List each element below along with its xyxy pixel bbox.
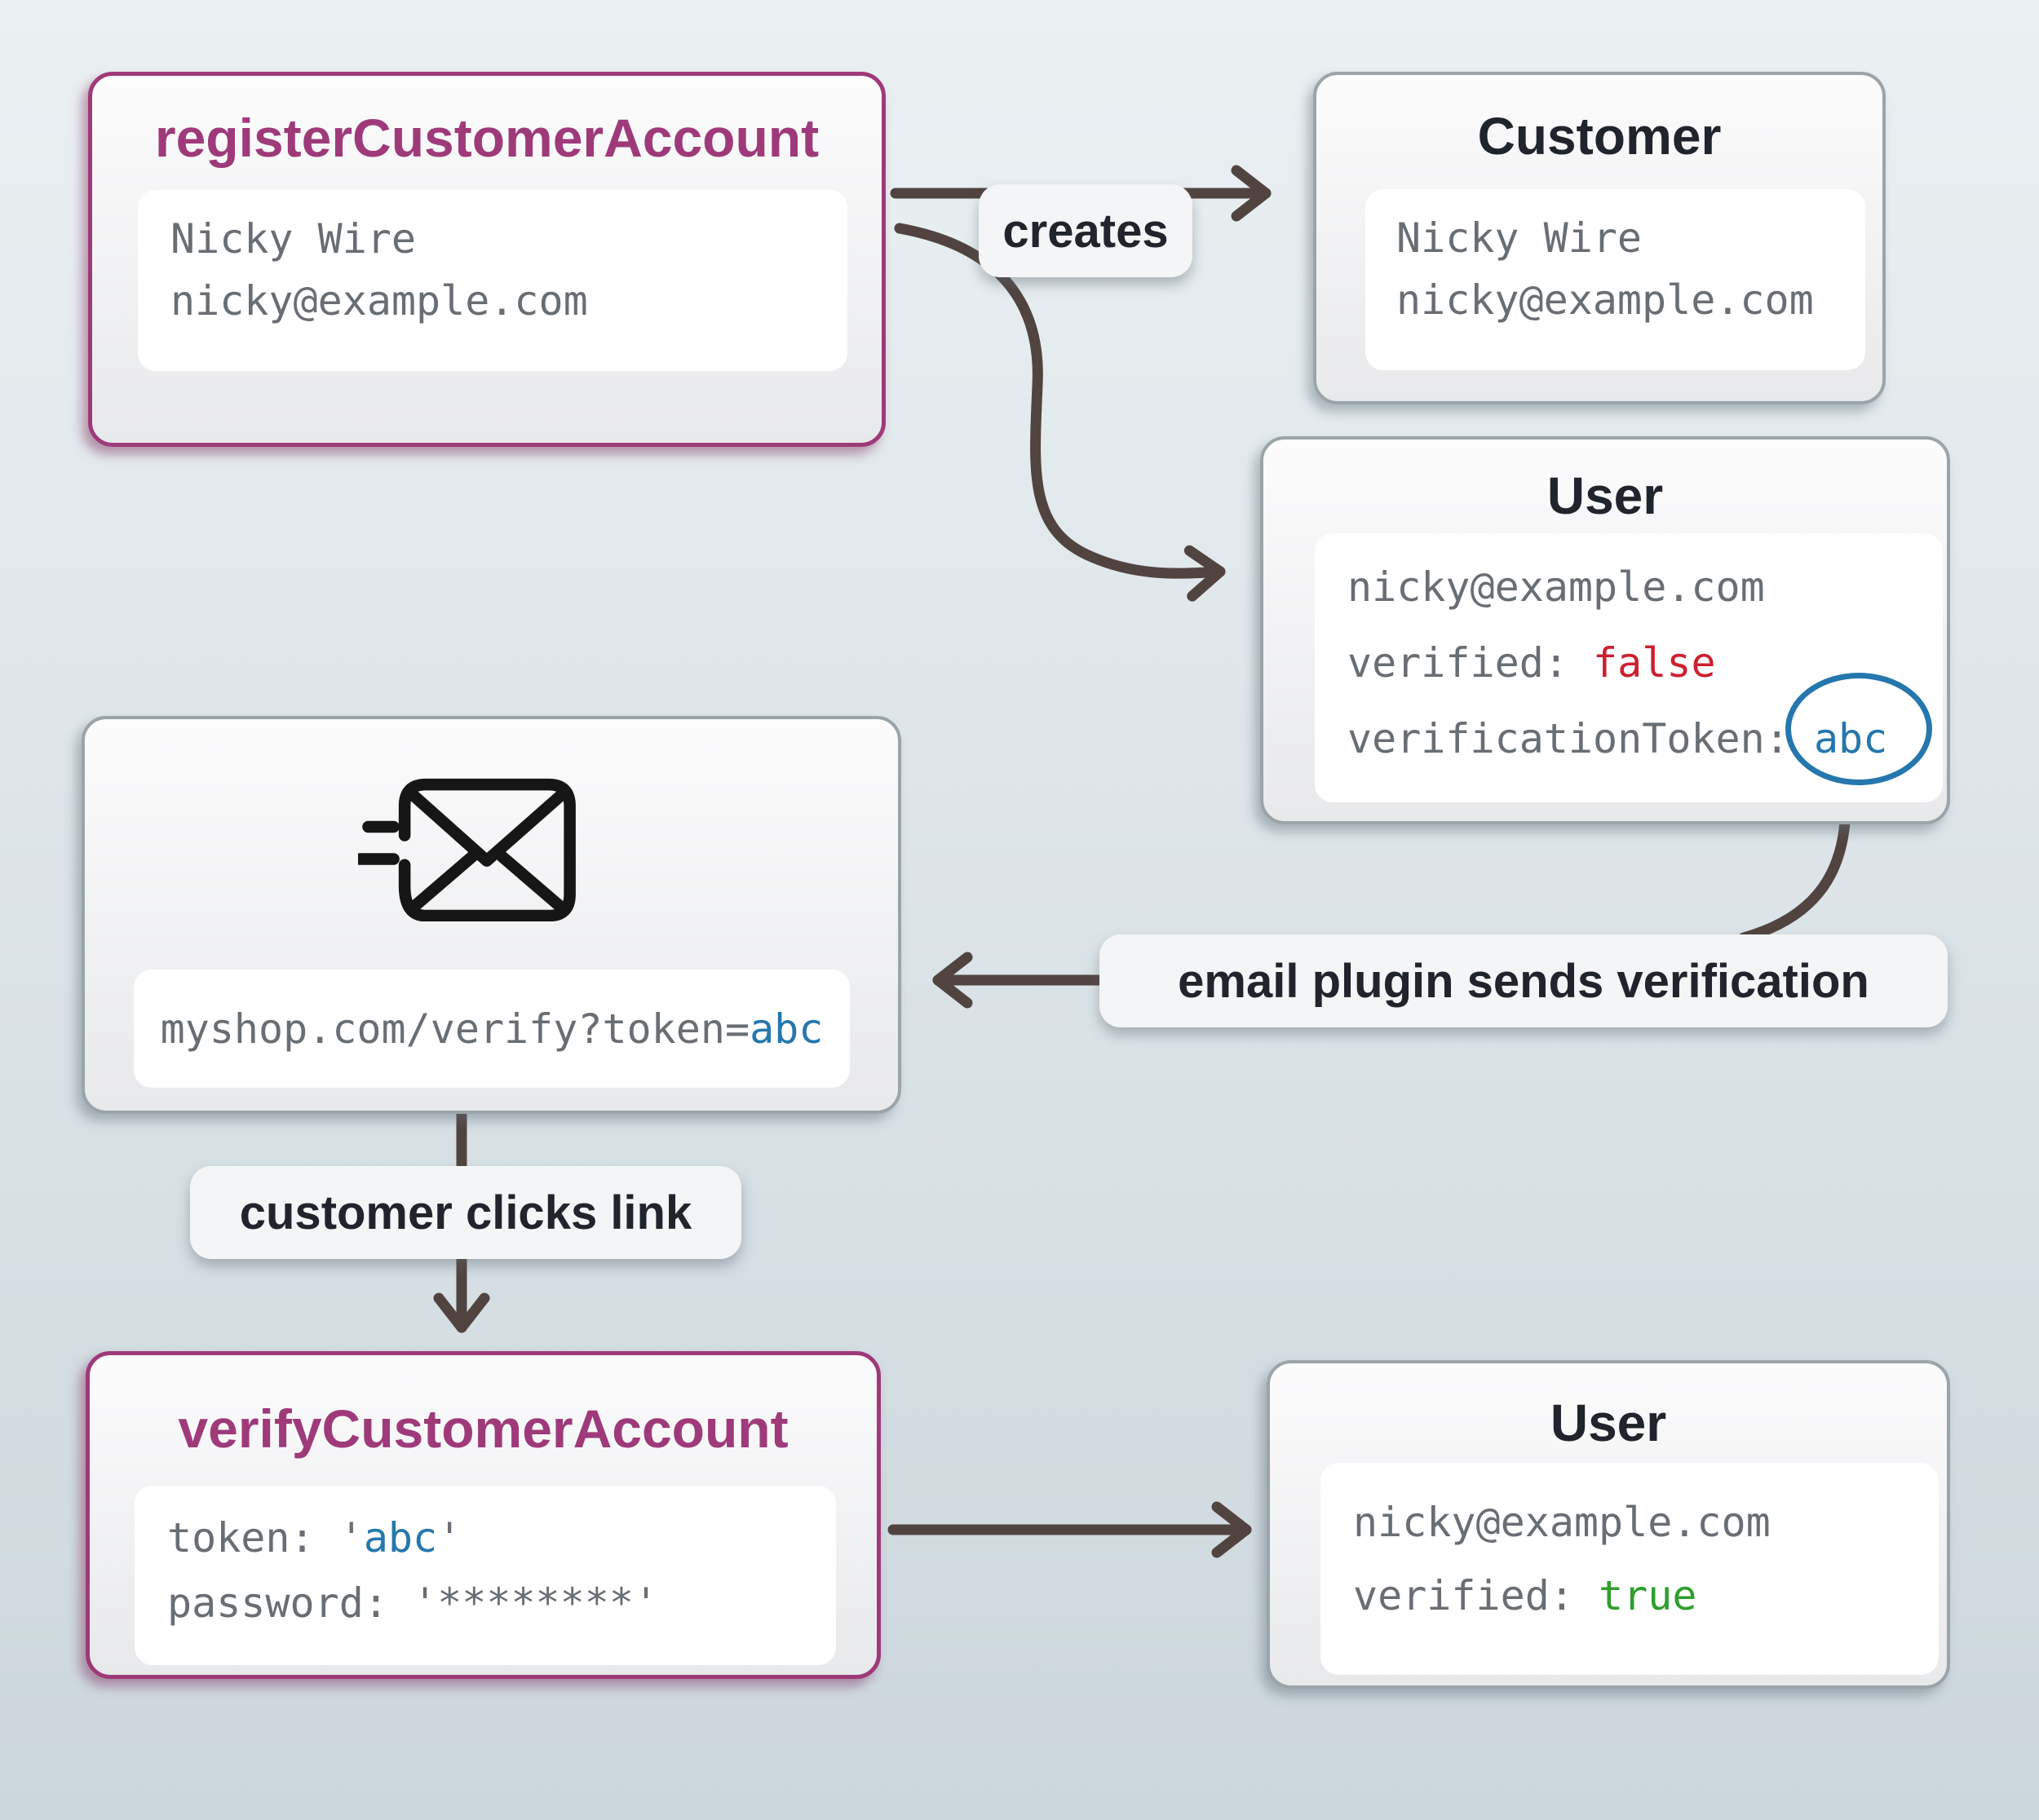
email-plugin-sends-verification-label: email plugin sends verification <box>1099 934 1948 1027</box>
customer-clicks-link-label: customer clicks link <box>190 1166 741 1259</box>
verify-customer-account-title: verifyCustomerAccount <box>178 1398 789 1459</box>
register-customer-account-title: registerCustomerAccount <box>154 108 820 168</box>
register-input-panel: Nicky Wire nicky@example.com <box>138 190 847 371</box>
verify-token-row: token: 'abc' <box>167 1514 462 1562</box>
curve-token-to-email-plugin-label <box>1738 795 1851 943</box>
verification-link-value: myshop.com/verify?token=abc <box>160 1005 824 1053</box>
user-unverified-node: User nicky@example.com verified: false v… <box>1260 436 1950 824</box>
register-customer-account-node: registerCustomerAccount Nicky Wire nicky… <box>88 72 886 447</box>
token-highlight-ellipse <box>1785 673 1932 785</box>
verification-email-node: myshop.com/verify?token=abc <box>82 716 901 1114</box>
register-email-value: nicky@example.com <box>170 277 588 325</box>
customer-data-panel: Nicky Wire nicky@example.com <box>1365 189 1865 370</box>
verify-password-row: password: '********' <box>167 1579 659 1627</box>
verified-true-value: true <box>1599 1572 1697 1619</box>
verify-password-value: '********' <box>413 1579 659 1627</box>
creates-label: creates <box>979 184 1192 277</box>
user-verified-verified-row: verified: true <box>1353 1572 1697 1619</box>
customer-title: Customer <box>1477 107 1722 166</box>
user-verified-data-panel: nicky@example.com verified: true <box>1320 1463 1939 1675</box>
verification-link-token: abc <box>750 1005 824 1053</box>
user-verified-title: User <box>1550 1394 1667 1452</box>
user-unverified-title: User <box>1546 466 1664 525</box>
customer-name-value: Nicky Wire <box>1396 214 1643 262</box>
user-verified-node: User nicky@example.com verified: true <box>1267 1360 1950 1689</box>
user-unverified-email-value: nicky@example.com <box>1347 563 1765 611</box>
verified-false-value: false <box>1593 639 1716 687</box>
user-verified-email-value: nicky@example.com <box>1353 1499 1771 1546</box>
customer-node: Customer Nicky Wire nicky@example.com <box>1313 72 1886 404</box>
register-name-value: Nicky Wire <box>170 215 417 263</box>
customer-email-value: nicky@example.com <box>1396 276 1814 324</box>
user-unverified-verified-row: verified: false <box>1347 639 1716 687</box>
verify-token-value: abc <box>363 1514 438 1562</box>
verification-link-panel: myshop.com/verify?token=abc <box>134 970 850 1088</box>
arrow-register-to-user <box>894 223 1226 602</box>
verify-input-panel: token: 'abc' password: '********' <box>135 1486 836 1665</box>
verify-customer-account-node: verifyCustomerAccount token: 'abc' passw… <box>86 1351 881 1679</box>
mail-send-icon <box>358 778 576 921</box>
